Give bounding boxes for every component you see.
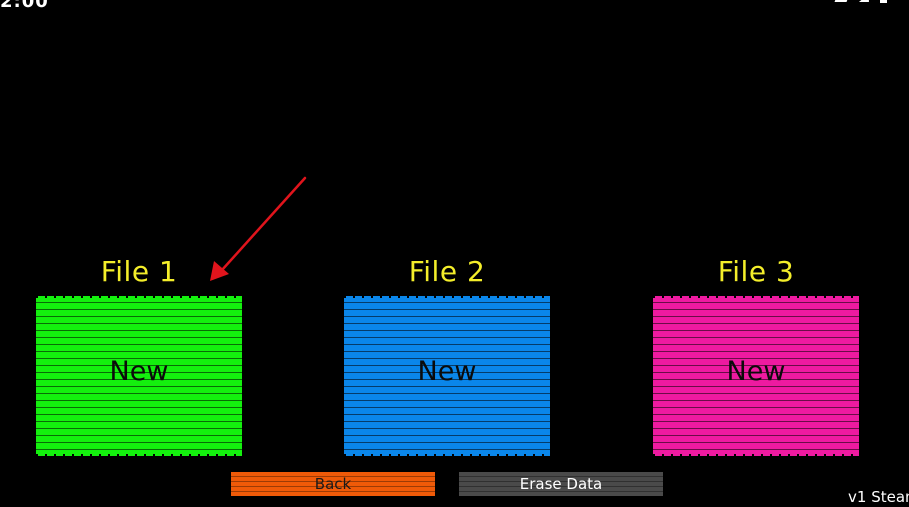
file-2-status-label: New — [417, 356, 477, 387]
file-2-title: File 2 — [408, 255, 486, 288]
arrow-head — [210, 261, 229, 281]
file-2-panel[interactable]: New — [344, 295, 550, 457]
status-bar-time: 2:00 — [0, 0, 49, 12]
file-1-status-label: New — [109, 356, 169, 387]
file-slot-1: File 1 New — [36, 254, 242, 457]
file-3-panel[interactable]: New — [653, 295, 859, 457]
panel-top-edge — [36, 295, 242, 298]
file-3-title: File 3 — [717, 255, 795, 288]
status-bar-icons — [830, 0, 887, 4]
battery-icon — [880, 0, 887, 3]
signal-icon — [858, 0, 869, 2]
arrow-shaft — [220, 176, 307, 272]
panel-top-edge — [653, 295, 859, 298]
file-3-status-label: New — [726, 356, 786, 387]
panel-bottom-edge — [344, 454, 550, 457]
file-1-panel[interactable]: New — [36, 295, 242, 457]
file-slot-3: File 3 New — [653, 254, 859, 457]
version-label: v1 Steam — [848, 488, 909, 506]
panel-bottom-edge — [36, 454, 242, 457]
back-button[interactable]: Back — [231, 472, 435, 496]
erase-data-button[interactable]: Erase Data — [459, 472, 663, 496]
panel-bottom-edge — [653, 454, 859, 457]
file-1-title: File 1 — [100, 255, 178, 288]
file-slot-2: File 2 New — [344, 254, 550, 457]
panel-top-edge — [344, 295, 550, 298]
